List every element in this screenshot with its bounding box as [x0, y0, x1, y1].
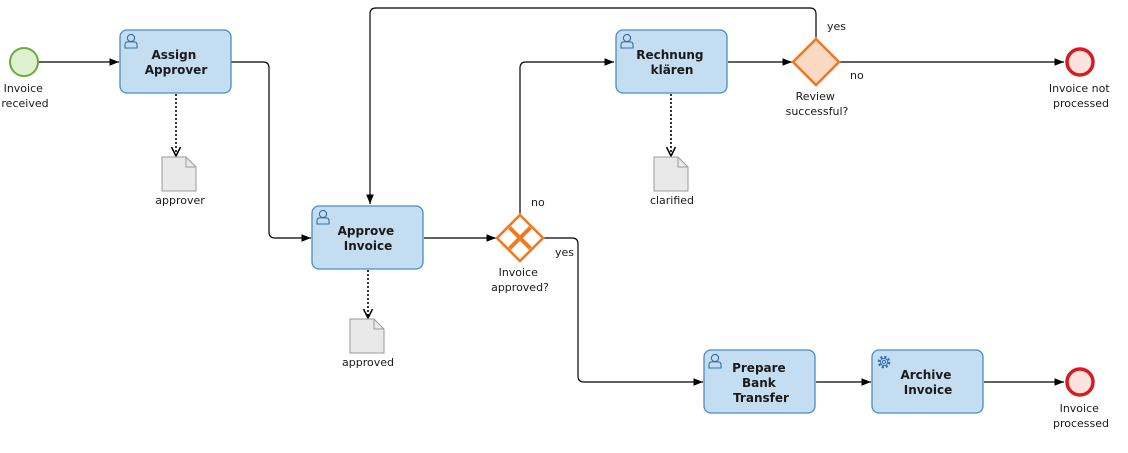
- task-archive-label-line2: Invoice: [904, 383, 952, 397]
- data-object-approver-label: approver: [155, 194, 205, 207]
- start-event-label: Invoice received: [1, 82, 48, 110]
- task-approve-invoice-label-line2: Invoice: [344, 239, 392, 253]
- task-prepare-bank-transfer[interactable]: Prepare Bank Transfer: [703, 349, 816, 414]
- task-rechnung-klaeren-label-line2: klären: [651, 63, 694, 77]
- end-event-processed[interactable]: [1065, 367, 1095, 397]
- data-object-clarified[interactable]: [653, 156, 689, 192]
- task-prepare-label-line2: Bank: [742, 376, 777, 390]
- svg-text:Assign Approver: Assign Approver: [145, 48, 208, 77]
- task-assign-approver[interactable]: Assign Approver: [119, 29, 232, 94]
- svg-text:Rechnung klären: Rechnung klären: [636, 48, 707, 77]
- flow-gateway-yes-to-prepare[interactable]: [544, 237, 703, 386]
- task-prepare-label-line1: Prepare: [732, 361, 786, 375]
- svg-text:Prepare Bank Trans: Prepare Bank Transfer: [732, 361, 790, 405]
- task-prepare-label-line3: Transfer: [733, 391, 789, 405]
- gear-icon: [877, 355, 891, 369]
- task-rechnung-klaeren-label-line1: Rechnung: [636, 48, 703, 62]
- data-associations: [176, 94, 671, 318]
- data-object-approver[interactable]: [161, 156, 197, 192]
- flow-assign-to-approve[interactable]: [231, 61, 311, 242]
- flow-gateway-no-to-rechnung[interactable]: [519, 58, 614, 214]
- flow-label-approved-no: no: [531, 196, 545, 209]
- task-assign-approver-label-line1: Assign: [151, 48, 196, 62]
- data-object-approved[interactable]: [349, 318, 385, 354]
- task-rechnung-klaeren[interactable]: Rechnung klären: [615, 29, 728, 94]
- start-event[interactable]: [9, 47, 39, 77]
- task-assign-approver-label-line2: Approver: [145, 63, 208, 77]
- end-event-processed-label: Invoice processed: [1053, 402, 1109, 430]
- task-approve-invoice[interactable]: Approve Invoice: [311, 205, 424, 270]
- user-icon: [708, 353, 722, 369]
- svg-text:Approve Invoice: Approve Invoice: [338, 224, 399, 253]
- task-approve-invoice-label-line1: Approve: [338, 224, 395, 238]
- end-event-not-processed-label: Invoice not processed: [1049, 82, 1113, 110]
- task-archive-invoice[interactable]: Archive Invoice: [871, 349, 984, 414]
- flow-label-review-no: no: [850, 69, 864, 82]
- user-icon: [316, 209, 330, 225]
- flow-label-approved-yes: yes: [555, 246, 574, 259]
- svg-text:Archive Invoice: Archive Invoice: [900, 368, 955, 397]
- task-archive-label-line1: Archive: [900, 368, 951, 382]
- flow-label-review-yes: yes: [827, 20, 846, 33]
- gateway-review-successful-label: Review successful?: [786, 90, 849, 118]
- user-icon: [124, 33, 138, 49]
- user-icon: [620, 33, 634, 49]
- data-object-clarified-label: clarified: [650, 194, 694, 207]
- gateway-invoice-approved-label: Invoice approved?: [491, 266, 549, 294]
- gateway-invoice-approved[interactable]: [495, 213, 545, 263]
- end-event-not-processed[interactable]: [1065, 47, 1095, 77]
- x-mark-icon: [508, 226, 532, 250]
- gateway-review-successful[interactable]: [791, 37, 841, 87]
- flow-review-yes-to-approve[interactable]: [366, 7, 817, 204]
- data-object-approved-label: approved: [342, 356, 394, 369]
- sequence-flows: [39, 7, 1064, 386]
